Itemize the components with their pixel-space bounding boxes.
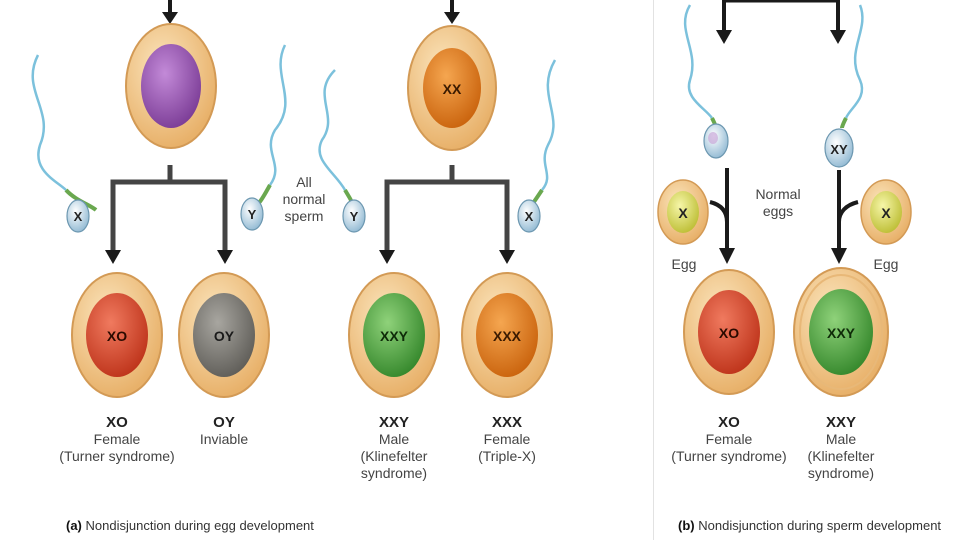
- caption-line: Male: [825, 431, 857, 447]
- panel-b-caption-text: Nondisjunction during sperm development: [698, 518, 942, 533]
- offspring-a-oy-caption: OY Inviable: [174, 414, 274, 448]
- note-line: All: [296, 174, 312, 190]
- top-arrows: [162, 0, 846, 44]
- caption-karyotype: OY: [213, 414, 235, 431]
- caption-karyotype: XO: [106, 414, 128, 431]
- parent-cell-left: [125, 23, 217, 149]
- caption-line: (Triple-X): [478, 448, 536, 464]
- offspring-arrows-panel-a: [105, 250, 515, 264]
- caption-line: (Turner syndrome): [59, 448, 175, 464]
- caption-line: Female: [483, 431, 531, 447]
- offspring-a-xxy-label: XXY: [380, 328, 409, 344]
- caption-line: Inviable: [199, 431, 249, 447]
- offspring-b-xxy-caption: XXY Male (Klinefelter syndrome): [786, 414, 896, 482]
- offspring-a-xo-caption: XO Female (Turner syndrome): [47, 414, 187, 465]
- egg-b-right: X: [860, 179, 912, 245]
- offspring-a-xxx: XXX: [461, 272, 553, 398]
- caption-karyotype: XO: [718, 414, 740, 431]
- offspring-b-xxy-label: XXY: [827, 325, 856, 341]
- all-normal-sperm-note: All normal sperm: [276, 174, 332, 225]
- note-line: normal: [282, 191, 326, 207]
- egg-b-left-label: X: [678, 205, 688, 221]
- panel-b-caption-label: (b): [678, 518, 695, 533]
- offspring-b-xo: XO: [683, 269, 775, 395]
- caption-line: Female: [705, 431, 753, 447]
- offspring-b-xxy: XXY: [793, 267, 889, 397]
- note-line: Normal: [755, 186, 801, 202]
- parent-cell-right: XX: [407, 25, 497, 151]
- sperm-a4-label: X: [525, 209, 534, 224]
- caption-karyotype: XXX: [491, 414, 522, 431]
- offspring-b-xo-caption: XO Female (Turner syndrome): [659, 414, 799, 465]
- offspring-a-oy: OY: [178, 272, 270, 398]
- offspring-a-xxy: XXY: [348, 272, 440, 398]
- caption-karyotype: XXY: [378, 414, 409, 431]
- offspring-a-oy-label: OY: [214, 328, 235, 344]
- caption-line: syndrome): [807, 465, 875, 481]
- egg-b-left: X: [657, 179, 709, 245]
- normal-eggs-note: Normal eggs: [748, 186, 808, 220]
- offspring-a-xxx-label: XXX: [493, 328, 522, 344]
- caption-karyotype: XXY: [825, 414, 856, 431]
- offspring-a-xxx-caption: XXX Female (Triple-X): [457, 414, 557, 465]
- connectors-panel-a: [110, 165, 510, 252]
- panel-a-caption-label: (a): [66, 518, 82, 533]
- sperm-a4: X: [517, 59, 557, 233]
- sperm-b2: XY: [824, 4, 864, 168]
- caption-line: (Turner syndrome): [671, 448, 787, 464]
- panel-divider: [653, 0, 654, 540]
- offspring-a-xxy-caption: XXY Male (Klinefelter syndrome): [339, 414, 449, 482]
- offspring-a-xo: XO: [71, 272, 163, 398]
- offspring-a-xo-label: XO: [107, 328, 127, 344]
- note-line: eggs: [762, 203, 794, 219]
- note-line: sperm: [284, 208, 324, 224]
- sperm-a3-label: Y: [350, 209, 359, 224]
- sperm-a1: X: [31, 54, 98, 233]
- sperm-a3: Y: [318, 69, 366, 233]
- sperm-a1-label: X: [74, 209, 83, 224]
- offspring-b-xo-label: XO: [719, 325, 739, 341]
- sperm-a2: Y: [240, 44, 287, 231]
- caption-line: (Klinefelter: [360, 448, 428, 464]
- egg-b-right-label: X: [881, 205, 891, 221]
- sperm-a2-label: Y: [248, 207, 257, 222]
- sperm-b1: [683, 4, 729, 159]
- parent-right-label: XX: [443, 81, 462, 97]
- panel-a-caption: (a) Nondisjunction during egg developmen…: [66, 518, 314, 533]
- egg-caption-right: Egg: [873, 256, 899, 272]
- caption-line: (Klinefelter: [807, 448, 875, 464]
- caption-line: syndrome): [360, 465, 428, 481]
- arrows-panel-b: [709, 168, 859, 264]
- panel-a-caption-text: Nondisjunction during egg development: [85, 518, 314, 533]
- panel-b-caption: (b) Nondisjunction during sperm developm…: [678, 518, 941, 533]
- eggs-panel-b: X X: [657, 179, 912, 245]
- caption-line: Female: [93, 431, 141, 447]
- egg-caption-left: Egg: [671, 256, 697, 272]
- sperm-b2-label: XY: [830, 142, 848, 157]
- caption-line: Male: [378, 431, 410, 447]
